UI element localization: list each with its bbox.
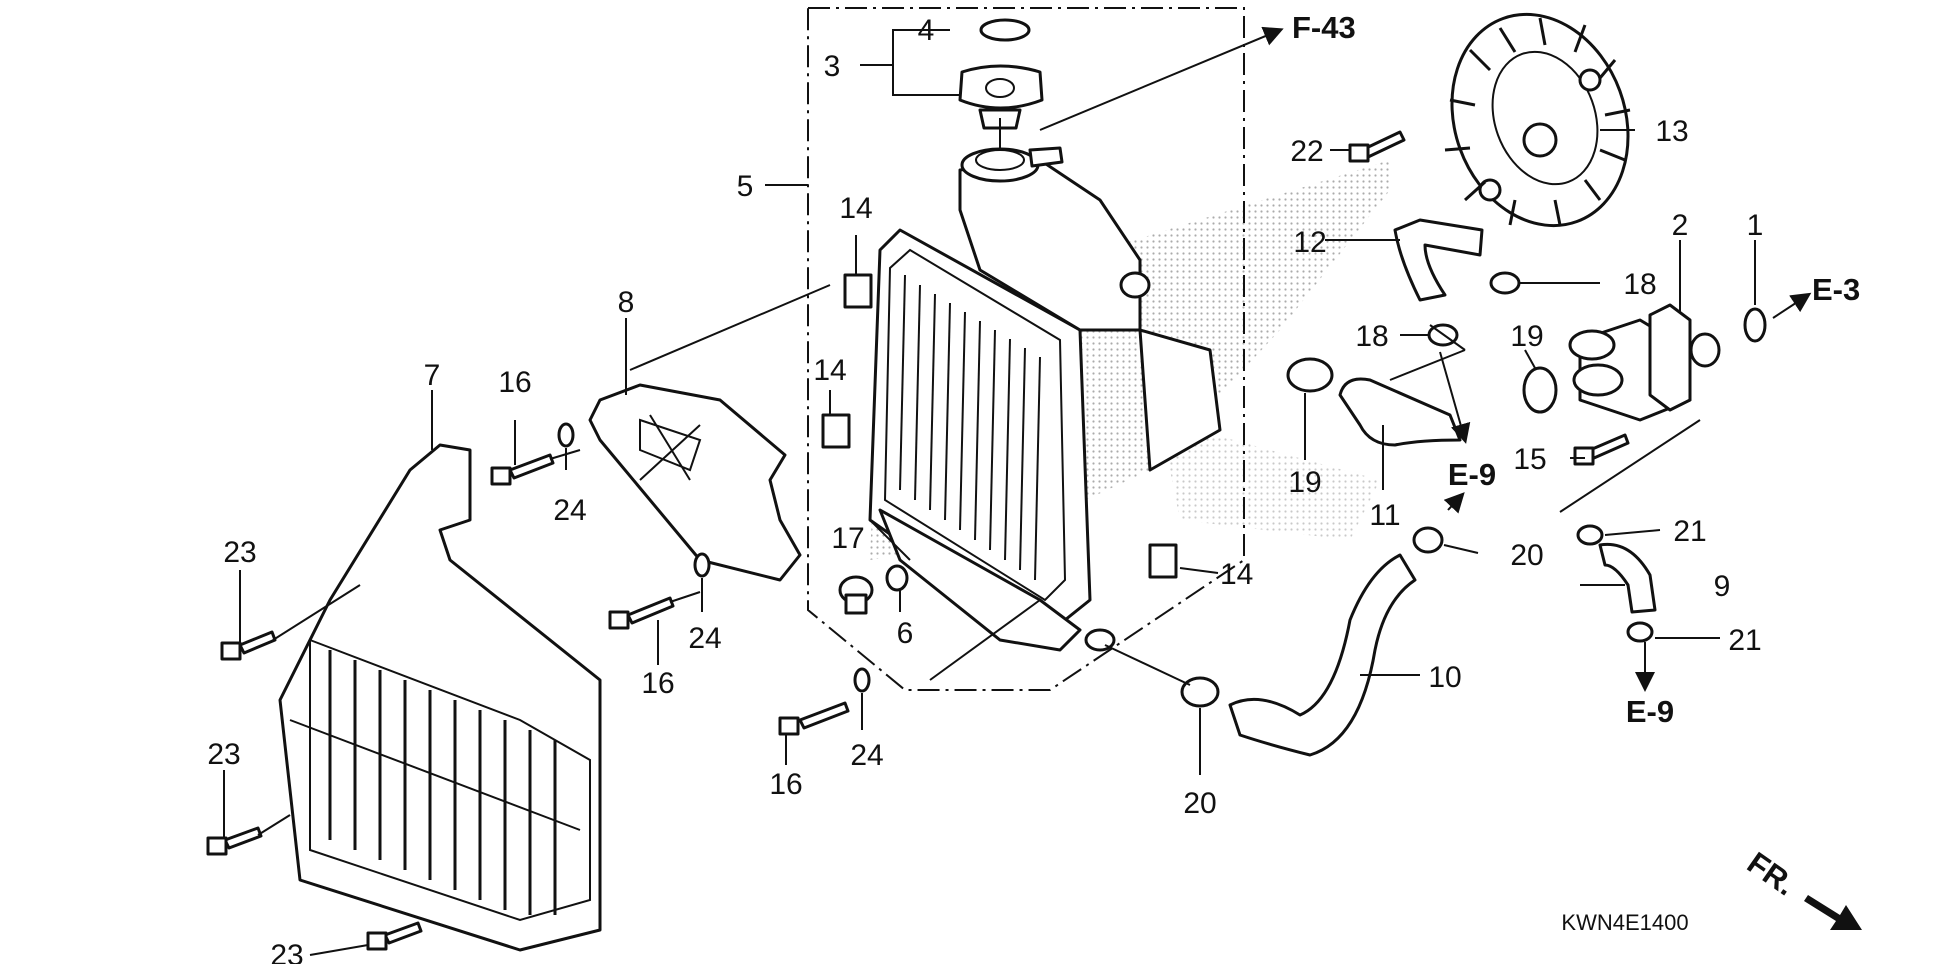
callout-14-top: 14 [839,192,872,225]
callout-4: 4 [918,14,935,47]
clamp-20b [1180,676,1220,708]
callout-22: 22 [1290,135,1323,168]
callout-20-bottom: 20 [1183,787,1216,820]
reference-f-43: F-43 [1292,10,1356,45]
diagram-code: KWN4E1400 [1561,910,1688,935]
callout-1: 1 [1747,209,1764,242]
radiator-guard [588,383,802,582]
reference-e-9-lower: E-9 [1626,694,1674,729]
clamp-19b [1522,366,1558,414]
callout-8: 8 [618,286,635,319]
callout-21-bottom: 21 [1728,624,1761,657]
callout-17: 17 [831,522,864,555]
callout-23-bottom: 23 [270,939,303,964]
callout-18-right: 18 [1623,268,1656,301]
callout-9: 9 [1714,570,1731,603]
front-arrow-icon [1804,895,1862,930]
callout-16-upper: 16 [498,366,531,399]
callout-16-middle: 16 [641,667,674,700]
callout-labels: 1 2 3 4 5 6 7 8 9 10 11 12 13 14 14 14 1… [207,14,1763,964]
reference-e-3: E-3 [1812,272,1860,307]
callout-20-right: 20 [1510,539,1543,572]
callout-19-right: 19 [1510,320,1543,353]
cap-seal [979,18,1031,42]
callout-10: 10 [1428,661,1461,694]
clamp-21b [1626,621,1654,643]
radiator-assembly-boundary [807,7,1245,691]
callout-23-middle: 23 [207,738,240,771]
cooling-fan [1444,12,1631,228]
radiator-core [868,146,1222,652]
callout-3: 3 [824,50,841,83]
front-marker-text: FR. [1741,845,1802,902]
leader-lines [223,26,1812,956]
callout-24-lower: 24 [850,739,883,772]
radiator-shroud [278,443,602,952]
callout-2: 2 [1672,209,1689,242]
thermostat-housing [1568,303,1721,422]
hose-11 [1338,377,1462,447]
clamp-19a [1286,357,1334,393]
callout-14-mid: 14 [813,354,846,387]
callout-5: 5 [737,170,754,203]
front-direction-marker: FR. [1741,845,1862,930]
callout-24-middle: 24 [688,622,721,655]
callout-21-top: 21 [1673,515,1706,548]
callout-6: 6 [897,617,914,650]
hose-12 [1393,218,1484,302]
callout-16-lower: 16 [769,768,802,801]
reference-e-9-upper: E-9 [1448,457,1496,492]
callout-15: 15 [1513,443,1546,476]
reference-labels: F-43 E-3 E-9 E-9 [1292,10,1860,729]
callout-23-top: 23 [223,536,256,569]
hose-9 [1598,542,1657,614]
callout-11: 11 [1369,499,1400,532]
o-ring-2 [1743,307,1767,343]
callout-12: 12 [1293,226,1326,259]
clamp-21a [1576,524,1604,546]
callout-19-left: 19 [1288,466,1321,499]
callout-18-left: 18 [1355,320,1388,353]
callout-7: 7 [424,359,441,392]
clamp-20a [1412,526,1444,554]
callout-13: 13 [1655,115,1688,148]
bolts [206,130,1630,951]
callout-14-low: 14 [1220,558,1253,591]
clamp-18a [1489,271,1521,295]
callout-24-upper: 24 [553,494,586,527]
hose-10 [1228,553,1417,757]
